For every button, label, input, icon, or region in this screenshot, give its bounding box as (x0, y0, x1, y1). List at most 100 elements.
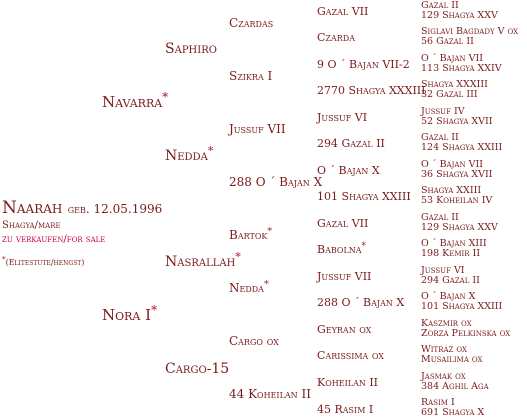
dam[interactable]: Nora I* (102, 304, 157, 323)
gen5-dam[interactable]: 36 Shagya XVII (421, 169, 493, 180)
gen3-ancestor-1[interactable]: Czardas (229, 17, 273, 29)
gen4-ancestor-9[interactable]: Gazal VII (317, 218, 368, 229)
ancestor-name: Czardas (229, 16, 274, 30)
ancestor-star: * (235, 250, 241, 264)
gen2-ancestor-3[interactable]: Nasrallah* (165, 251, 241, 270)
gen5-sire[interactable]: Jasmak ox (421, 371, 466, 382)
gen5-dam[interactable]: 56 Gazal II (421, 36, 474, 47)
gen5-dam[interactable]: 53 Koheilan IV (421, 195, 493, 206)
gen5-dam[interactable]: 124 Shagya XXIII (421, 142, 503, 153)
gen3-ancestor-4[interactable]: 288 O ´ Bajan X (229, 176, 322, 188)
gen4-ancestor-3[interactable]: 9 O ´ Bajan VII-2 (317, 59, 410, 70)
ancestor-name: Szikra I (229, 69, 273, 83)
gen5-dam[interactable]: 691 Shagya X (421, 407, 485, 418)
gen4-ancestor-5[interactable]: Jussuf VI (317, 112, 367, 123)
gen5-dam[interactable]: 198 Kemir II (421, 248, 481, 259)
dam-star: * (151, 303, 158, 317)
ancestor-name: 288 O ´ Bajan X (317, 296, 405, 309)
gen5-sire[interactable]: Shagya XXIII (421, 185, 482, 196)
gen4-ancestor-2[interactable]: Czarda (317, 32, 355, 43)
gen5-sire[interactable]: Siglavi Bagdady V ox (421, 26, 519, 37)
subject-for-sale-link[interactable]: zu verkaufen/for sale (2, 234, 106, 245)
gen5-dam[interactable]: Musailima ox (421, 354, 483, 365)
ancestor-star: * (267, 226, 273, 237)
ancestor-name: 101 Shagya XXIII (317, 190, 411, 203)
gen2-ancestor-4[interactable]: Cargo-15 (165, 362, 229, 376)
gen5-dam[interactable]: 52 Shagya XVII (421, 116, 493, 127)
gen3-ancestor-5[interactable]: Bartok* (229, 226, 273, 241)
gen5-sire[interactable]: Kaszmir ox (421, 318, 472, 329)
ancestor-name: 288 O ´ Bajan X (229, 175, 323, 189)
gen3-ancestor-3[interactable]: Jussuf VII (229, 123, 286, 135)
ancestor-name: Koheilan II (317, 376, 379, 389)
ancestor-star: * (361, 241, 366, 252)
gen4-ancestor-16[interactable]: 45 Rasim I (317, 404, 373, 415)
ancestor-name: Jussuf VII (229, 122, 286, 136)
gen4-ancestor-11[interactable]: Jussuf VII (317, 271, 371, 282)
ancestor-name: Jussuf VII (317, 270, 372, 283)
ancestor-name: Nedda (165, 148, 208, 164)
gen4-ancestor-15[interactable]: Koheilan II (317, 377, 378, 388)
gen4-ancestor-12[interactable]: 288 O ´ Bajan X (317, 297, 404, 308)
ancestor-name: Cargo-15 (165, 361, 230, 377)
sire-name: Navarra (102, 93, 163, 111)
ancestor-name: Nasrallah (165, 254, 236, 270)
gen5-sire[interactable]: Witraz ox (421, 344, 468, 355)
gen3-ancestor-8[interactable]: 44 Koheilan II (229, 388, 311, 400)
ancestor-name: 294 Gazal II (317, 137, 385, 150)
gen5-sire[interactable]: Rasim I (421, 397, 455, 408)
ancestor-name: Jussuf VI (317, 111, 368, 124)
gen5-dam[interactable]: 129 Shagya XXV (421, 10, 498, 21)
gen5-sire[interactable]: Jussuf IV (421, 106, 465, 117)
gen4-ancestor-7[interactable]: O ´ Bajan X (317, 165, 380, 176)
gen5-dam[interactable]: 32 Gazal III (421, 89, 478, 100)
gen5-sire[interactable]: O ´ Bajan X (421, 291, 476, 302)
gen3-ancestor-7[interactable]: Cargo ox (229, 335, 279, 347)
gen5-sire[interactable]: O ´ Bajan VII (421, 53, 483, 64)
gen5-sire[interactable]: Gazal II (421, 132, 459, 143)
ancestor-name: 44 Koheilan II (229, 387, 311, 401)
gen5-sire[interactable]: O ´ Bajan XIII (421, 238, 487, 249)
gen2-ancestor-1[interactable]: Saphiro (165, 42, 217, 56)
ancestor-name: 45 Rasim I (317, 403, 374, 416)
gen3-ancestor-6[interactable]: Nedda* (229, 280, 269, 294)
gen4-ancestor-14[interactable]: Carissima ox (317, 350, 384, 361)
gen2-ancestor-2[interactable]: Nedda* (165, 145, 213, 164)
gen5-dam[interactable]: 294 Gazal II (421, 275, 480, 286)
gen5-dam[interactable]: 129 Shagya XXV (421, 222, 498, 233)
gen5-dam[interactable]: Zorza Pelkinska ox (421, 328, 511, 339)
gen5-sire[interactable]: Shagya XXXIII (421, 79, 488, 90)
gen4-ancestor-4[interactable]: 2770 Shagya XXXIII (317, 85, 426, 96)
gen5-sire[interactable]: O ´ Bajan VII (421, 159, 483, 170)
gen4-ancestor-6[interactable]: 294 Gazal II (317, 138, 385, 149)
elite-note-star: * (2, 254, 6, 264)
gen4-ancestor-8[interactable]: 101 Shagya XXIII (317, 191, 411, 202)
gen4-ancestor-1[interactable]: Gazal VII (317, 6, 368, 17)
gen5-dam[interactable]: 113 Shagya XXIV (421, 63, 502, 74)
gen4-ancestor-10[interactable]: Babolna* (317, 241, 366, 255)
sire[interactable]: Navarra* (102, 91, 168, 111)
gen3-ancestor-2[interactable]: Szikra I (229, 70, 272, 82)
gen5-sire[interactable]: Gazal II (421, 0, 459, 11)
gen5-dam[interactable]: 101 Shagya XXIII (421, 301, 503, 312)
gen4-ancestor-13[interactable]: Geyran ox (317, 324, 371, 335)
ancestor-name: Gazal VII (317, 5, 369, 18)
gen5-sire[interactable]: Jussuf VI (421, 265, 465, 276)
ancestor-name: 2770 Shagya XXXIII (317, 84, 426, 97)
gen5-sire[interactable]: Gazal II (421, 212, 459, 223)
ancestor-name: Geyran ox (317, 323, 372, 336)
gen5-dam[interactable]: 384 Aghil Aga (421, 381, 489, 392)
